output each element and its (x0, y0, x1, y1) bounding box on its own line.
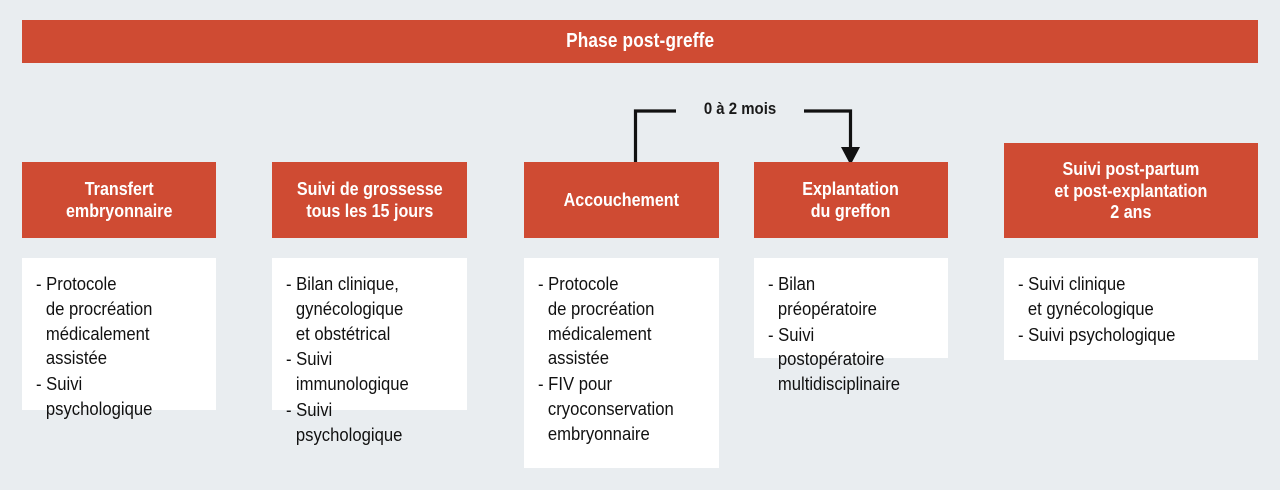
phase-title-banner: Phase post-greffe (22, 20, 1258, 63)
page-title: Phase post-greffe (565, 30, 715, 52)
column-body-explantation-du-greffon: - Bilan préopératoire - Suivi postopérat… (754, 258, 948, 394)
connector-left-bracket (633, 109, 676, 162)
column-body-suivi-post-partum: - Suivi clinique et gynécologique - Suiv… (1004, 258, 1258, 360)
bullet-list: - Protocole de procréation médicalement … (538, 272, 705, 446)
bullet-list: - Suivi clinique et gynécologique - Suiv… (1018, 272, 1244, 347)
bullet-list: - Bilan préopératoire - Suivi postopérat… (768, 272, 934, 397)
column-body-accouchement: - Protocole de procréation médicalement … (524, 258, 719, 468)
list-item: - Suivi clinique et gynécologique (1018, 273, 1154, 319)
connector-duration-label: 0 à 2 mois (703, 99, 777, 118)
bullet-list: - Protocole de procréation médicalement … (36, 272, 202, 422)
column-header-label: Transfert embryonnaire (65, 178, 173, 221)
list-item: - Suivi psychologique (286, 398, 403, 445)
column-header-explantation-du-greffon[interactable]: Explantation du greffon (754, 162, 948, 238)
list-item: - Suivi postopératoire multidisciplinair… (768, 323, 901, 395)
column-header-suivi-de-grossesse[interactable]: Suivi de grossesse tous les 15 jours (272, 162, 467, 238)
list-item: - Bilan clinique, gynécologique et obsté… (286, 273, 404, 344)
bullet-list: - Bilan clinique, gynécologique et obsté… (286, 272, 453, 447)
list-item: - FIV pour cryoconservation embryonnaire (538, 373, 674, 444)
column-header-accouchement[interactable]: Accouchement (524, 162, 719, 238)
list-item: - Suivi psychologique (36, 373, 153, 419)
column-header-label: Suivi post-partum et post-explantation 2… (1054, 157, 1208, 223)
list-item: - Bilan préopératoire (768, 273, 877, 319)
column-header-suivi-post-partum[interactable]: Suivi post-partum et post-explantation 2… (1004, 143, 1258, 238)
list-item: - Suivi immunologique (286, 348, 409, 395)
column-header-transfert-embryonnaire[interactable]: Transfert embryonnaire (22, 162, 216, 238)
column-body-transfert-embryonnaire: - Protocole de procréation médicalement … (22, 258, 216, 419)
connector-right-bracket (804, 109, 853, 151)
column-header-label: Explantation du greffon (802, 178, 900, 221)
list-item: - Suivi psychologique (1018, 323, 1176, 345)
column-body-suivi-de-grossesse: - Bilan clinique, gynécologique et obsté… (272, 258, 467, 445)
column-header-label: Suivi de grossesse tous les 15 jours (296, 178, 443, 221)
list-item: - Protocole de procréation médicalement … (36, 273, 153, 369)
list-item: - Protocole de procréation médicalement … (538, 273, 655, 369)
column-header-label: Accouchement (563, 189, 680, 211)
